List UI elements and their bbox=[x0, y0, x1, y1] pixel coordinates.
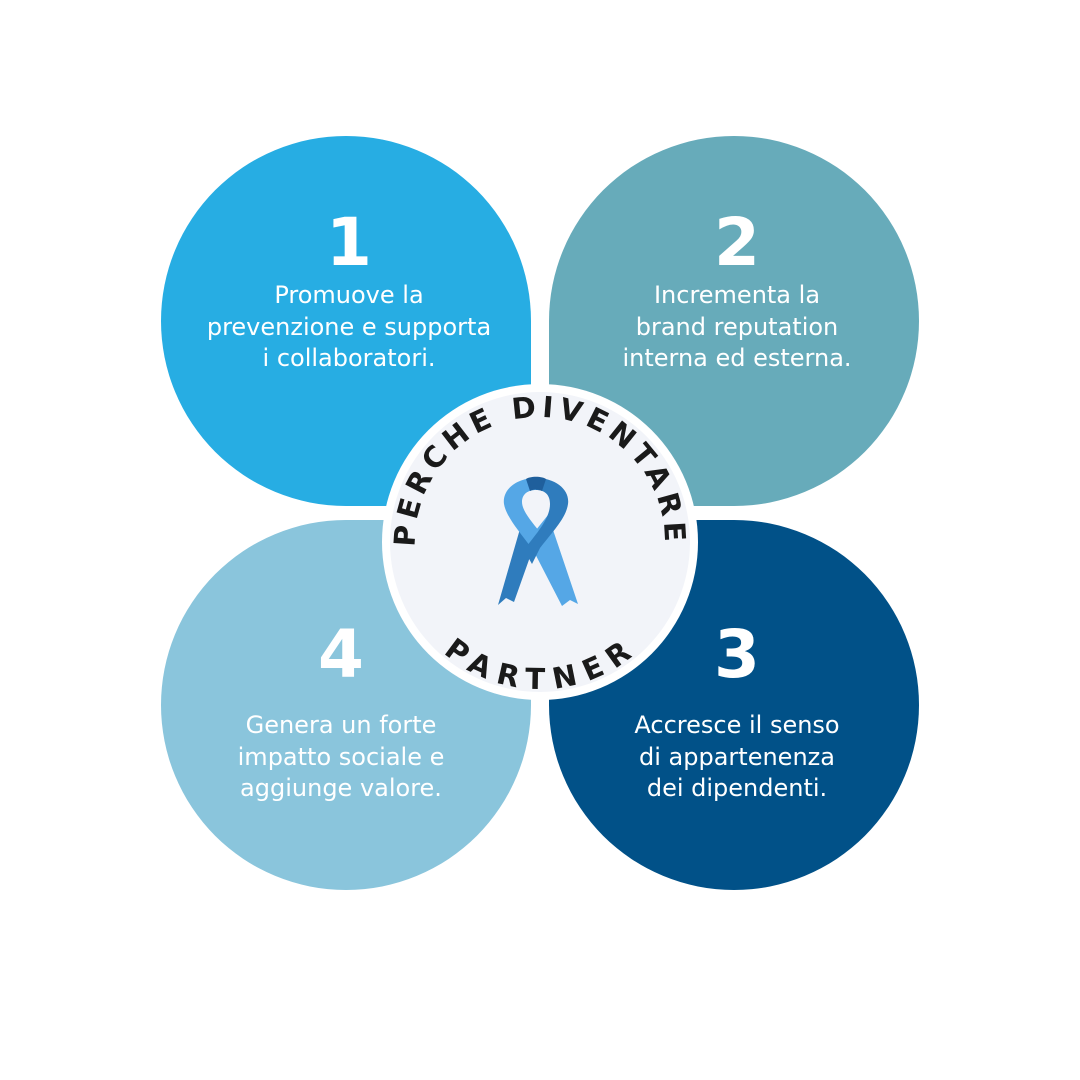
benefit-4-number: 4 bbox=[318, 616, 364, 693]
benefit-1-number: 1 bbox=[326, 204, 372, 281]
benefit-4-text: Genera un forte impatto sociale e aggiun… bbox=[237, 711, 445, 802]
benefit-3: 3 Accresce il senso di appartenenza dei … bbox=[552, 620, 922, 805]
benefit-1-text: Promuove la prevenzione e supporta i col… bbox=[206, 281, 492, 372]
center-badge: PERCHE DIVENTARE PARTNER bbox=[382, 384, 698, 700]
benefit-3-text: Accresce il senso di appartenenza dei di… bbox=[634, 711, 840, 802]
benefit-2: 2 Incrementa la brand reputation interna… bbox=[552, 208, 922, 375]
awareness-ribbon-icon bbox=[498, 476, 578, 606]
benefit-2-text: Incrementa la brand reputation interna e… bbox=[622, 281, 852, 372]
benefit-3-number: 3 bbox=[714, 616, 760, 693]
benefit-1: 1 Promuove la prevenzione e supporta i c… bbox=[164, 208, 534, 375]
benefit-2-number: 2 bbox=[714, 204, 760, 281]
benefit-4: 4 Genera un forte impatto sociale e aggi… bbox=[156, 620, 526, 805]
